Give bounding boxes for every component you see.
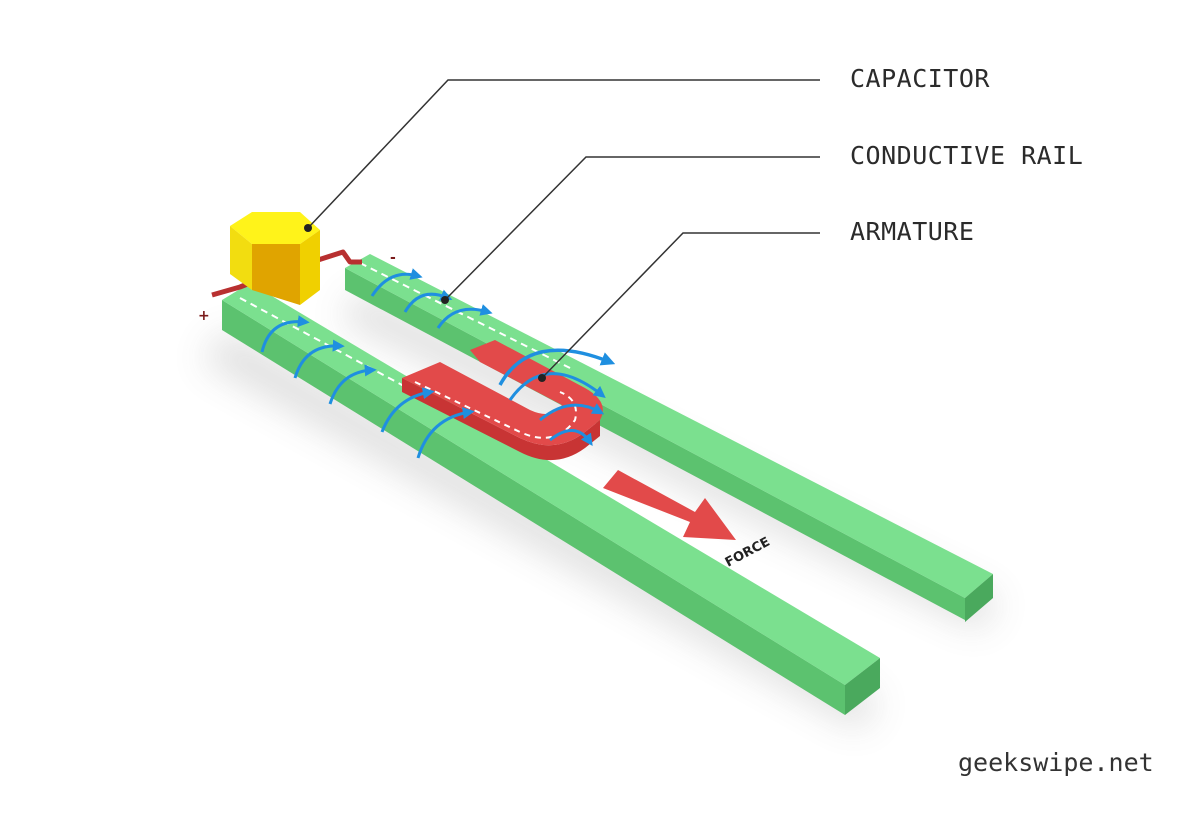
field-arrow-icon [539, 403, 605, 422]
label-capacitor: CAPACITOR [850, 64, 990, 93]
armature-icon [402, 340, 603, 461]
magnetic-field-lines [260, 268, 616, 459]
leader-armature [541, 232, 820, 379]
label-armature: ARMATURE [850, 217, 975, 246]
rail-negative-top [345, 254, 993, 598]
rail-positive-side [222, 300, 845, 715]
capacitor-icon [230, 212, 320, 305]
field-arrow-icon [436, 304, 493, 329]
capacitor-top [230, 212, 320, 244]
label-conductive-rail: CONDUCTIVE RAIL [850, 141, 1084, 170]
force-arrow-icon [603, 470, 736, 540]
conductive-rail-positive [222, 283, 880, 715]
rail-positive-top [222, 283, 880, 685]
rail-positive-end [845, 658, 880, 715]
watermark: geekswipe.net [958, 748, 1154, 777]
wire-negative [317, 249, 362, 265]
rail-negative-end [965, 574, 993, 622]
polarity-negative: - [390, 250, 396, 266]
capacitor-front [252, 244, 300, 305]
leader-dots [304, 224, 546, 382]
force-label: FORCE [723, 535, 773, 571]
leader-rail [444, 156, 820, 301]
field-arrow-icon [260, 315, 310, 353]
capacitor-left [230, 226, 252, 290]
armature-top-outer [402, 340, 603, 446]
field-arrow-icon [508, 372, 606, 401]
field-arrow-icon [293, 339, 345, 379]
capacitor-right [300, 230, 320, 305]
field-arrow-icon [328, 364, 377, 405]
leader-capacitor [307, 79, 820, 229]
field-arrow-icon [370, 268, 423, 297]
armature-dashed-loop [414, 381, 577, 439]
polarity-positive: + [198, 308, 210, 324]
leader-lines [307, 79, 820, 379]
field-arrow-icon [549, 429, 593, 446]
field-arrow-icon [380, 387, 435, 433]
field-arrow-icon [416, 407, 475, 459]
field-arrow-icon [498, 348, 616, 386]
